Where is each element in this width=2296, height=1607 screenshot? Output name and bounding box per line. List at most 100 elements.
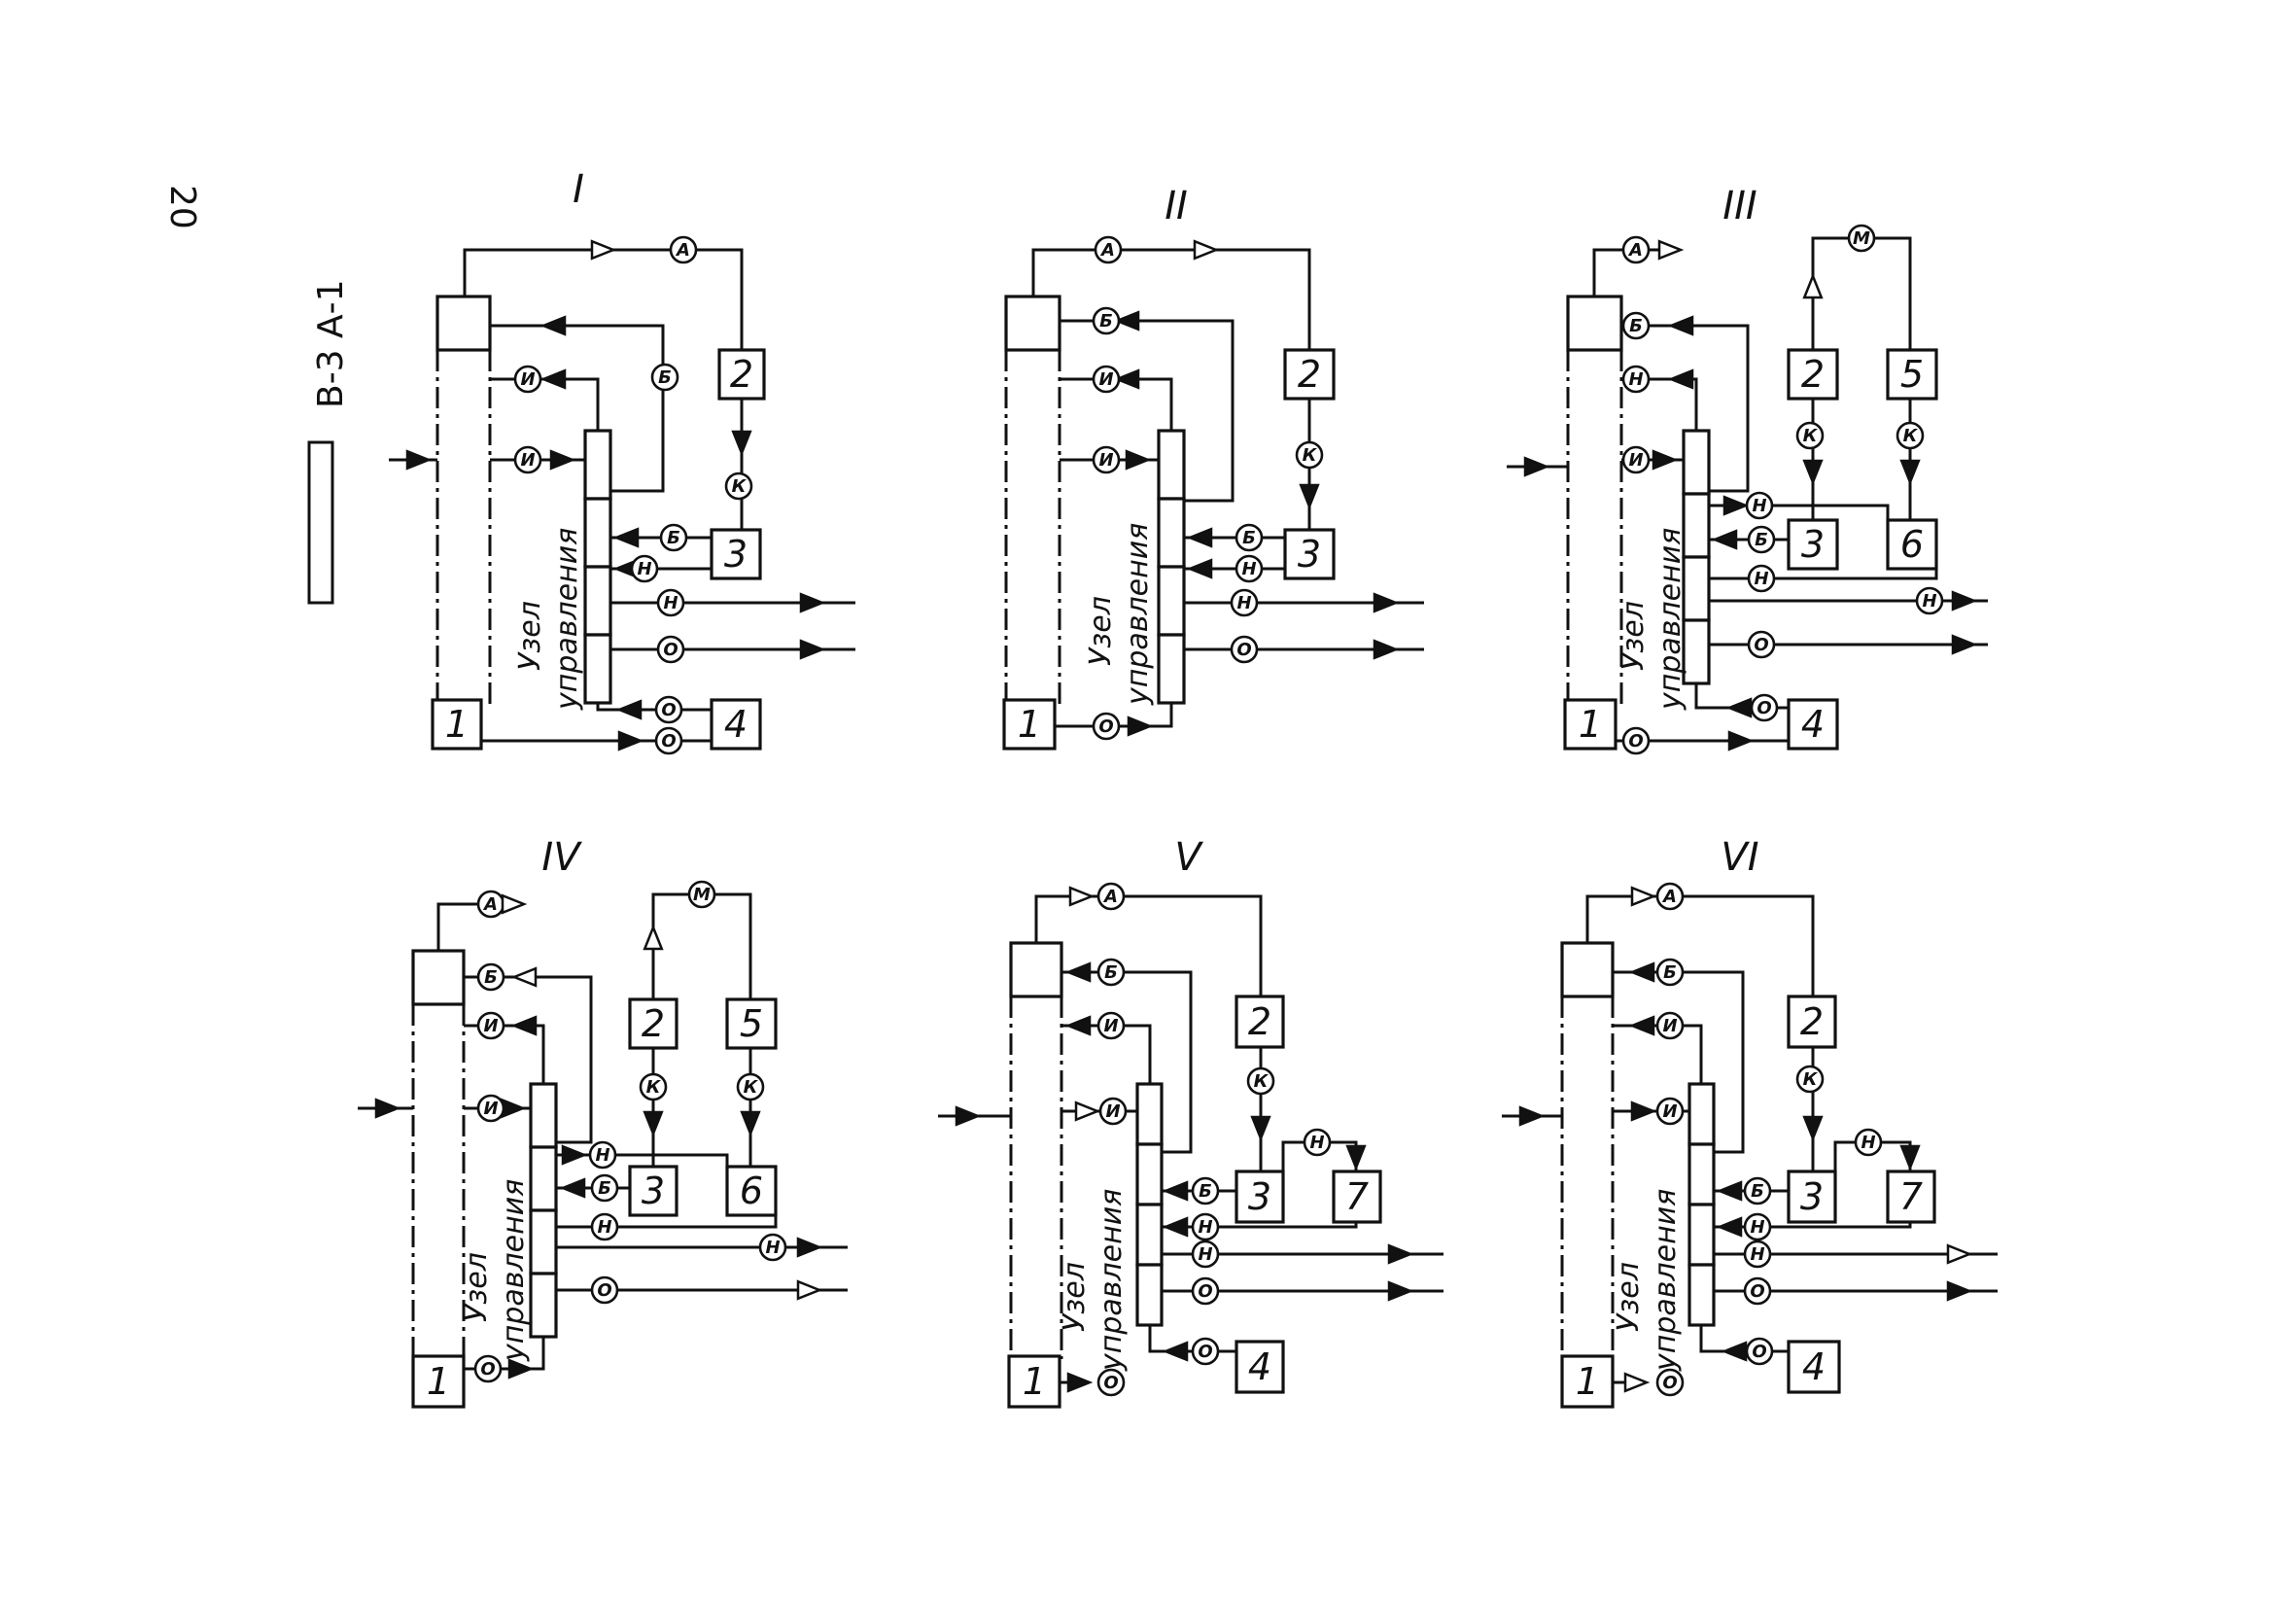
line-marker-label: И: [1662, 1101, 1677, 1122]
block-1-label: 1: [1576, 1360, 1599, 1403]
inlet-arrow-icon: [1518, 1105, 1546, 1127]
control-unit-label-line2: управления: [1095, 1189, 1129, 1372]
line-marker-label: Б: [1755, 530, 1768, 550]
line-marker-label: О: [661, 731, 676, 751]
control-unit-segment: [1687, 1263, 1716, 1327]
line-marker-circle: [1191, 1212, 1220, 1241]
line-marker-circle: [1191, 1240, 1220, 1269]
flow-arrow-icon: [643, 924, 664, 951]
flow-arrow-icon: [510, 1015, 538, 1036]
connector-line: [1031, 248, 1311, 350]
scheme-roman-numeral: IV: [541, 835, 582, 880]
block-2-label: 2: [1801, 353, 1825, 396]
block-2-frame: [628, 997, 678, 1050]
line-marker-label: К: [732, 476, 748, 497]
block-2-label: 2: [1298, 353, 1321, 396]
line-marker-label: Б: [1099, 311, 1113, 332]
line-marker-circle: [1235, 554, 1264, 583]
line-marker-circle: [1847, 224, 1876, 253]
control-unit-segment: [1682, 618, 1711, 685]
flow-arrow-icon: [1113, 310, 1140, 332]
block-3-frame: [1235, 1170, 1285, 1224]
flow-arrow-icon: [799, 639, 826, 660]
line-marker-label: Н: [663, 593, 678, 613]
line-marker-circle: [588, 1140, 617, 1170]
block-1-frame: [1563, 698, 1618, 751]
line-marker-label: О: [1750, 1281, 1764, 1302]
flow-arrow-icon: [1727, 730, 1755, 751]
line-marker-circle: [1092, 365, 1121, 394]
line-marker-label: О: [1236, 640, 1251, 660]
block-3-frame: [1787, 518, 1839, 571]
line-marker-circle: [1743, 1176, 1772, 1205]
line-marker-label: Н: [1241, 559, 1256, 579]
block-2-label: 2: [1800, 1000, 1824, 1043]
line-marker-label: Н: [1198, 1217, 1212, 1238]
control-unit-segment: [1687, 1203, 1716, 1267]
line-marker-label: О: [1198, 1281, 1212, 1302]
line-marker-label: О: [597, 1280, 611, 1301]
block-4-label: 4: [1801, 703, 1825, 746]
line-marker-label: И: [1628, 450, 1643, 471]
line-marker-label: К: [646, 1077, 662, 1098]
flow-arrow-icon: [1716, 1216, 1743, 1238]
line-marker-label: Б: [1242, 528, 1256, 548]
line-marker-label: И: [1098, 450, 1113, 471]
line-marker-label: К: [1303, 445, 1318, 466]
flow-arrow-icon: [1373, 592, 1400, 613]
line-marker-label: Б: [1751, 1181, 1764, 1202]
page-number: 20: [162, 185, 202, 229]
column-top-block: [1566, 295, 1623, 352]
line-marker-label: К: [1254, 1071, 1270, 1092]
flow-arrow-icon: [1387, 1280, 1414, 1302]
connector-line: [556, 1215, 778, 1229]
line-marker-circle: [1743, 1240, 1772, 1269]
line-marker-label: Б: [658, 367, 672, 388]
control-unit-segment: [1135, 1082, 1164, 1146]
control-unit-label-line1: Узел: [460, 1252, 494, 1322]
control-unit-segment: [583, 429, 612, 501]
flow-arrow-icon: [1162, 1216, 1189, 1238]
flow-arrow-icon: [549, 449, 576, 471]
line-marker-label: А: [1099, 240, 1115, 261]
scheme-roman-numeral: V: [1174, 835, 1203, 880]
line-marker-label: Б: [667, 528, 680, 548]
line-marker-circle: [1094, 235, 1123, 264]
control-unit-segment: [1135, 1263, 1164, 1327]
line-marker-label: Н: [595, 1145, 609, 1166]
column-top-block: [1560, 941, 1615, 998]
line-marker-circle: [1621, 311, 1651, 340]
line-marker-label: Н: [1750, 1244, 1764, 1265]
line-marker-circle: [1747, 564, 1776, 593]
control-unit-label-line1: Узел: [1612, 1262, 1646, 1332]
inlet-arrow-icon: [1523, 456, 1550, 477]
block-1-label: 1: [1018, 703, 1041, 746]
line-marker-circle: [1096, 882, 1126, 911]
flow-arrow-icon: [1186, 558, 1213, 579]
line-marker-circle: [476, 1011, 505, 1040]
flow-arrow-icon: [740, 1110, 761, 1137]
line-marker-label: Н: [1198, 1244, 1212, 1265]
flow-arrow-icon: [1193, 239, 1220, 261]
flow-arrow-icon: [590, 239, 617, 261]
connector-line: [1162, 1222, 1358, 1229]
column-top-block: [1009, 941, 1063, 998]
block-1-label: 1: [1579, 703, 1602, 746]
flow-arrow-icon: [1951, 590, 1978, 611]
line-marker-circle: [654, 726, 683, 755]
flow-arrow-icon: [1667, 315, 1694, 336]
side-label-frame: [307, 440, 334, 605]
line-marker-label: М: [693, 885, 711, 905]
flow-arrow-icon: [612, 527, 640, 548]
line-marker-circle: [1747, 525, 1776, 554]
line-marker-circle: [639, 1072, 668, 1101]
line-marker-circle: [476, 1094, 505, 1123]
block-3-label: 3: [724, 533, 748, 576]
flow-arrow-icon: [1066, 1372, 1094, 1393]
flow-arrow-icon: [1299, 483, 1320, 510]
line-marker-circle: [1745, 491, 1774, 520]
line-marker-circle: [1655, 1011, 1685, 1040]
block-1-frame: [431, 698, 483, 751]
